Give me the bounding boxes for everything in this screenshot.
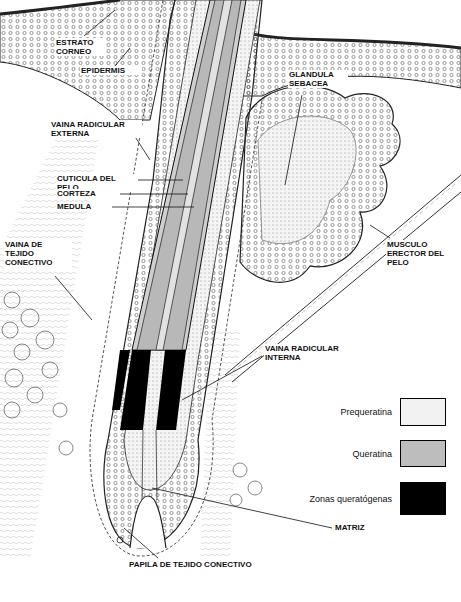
layer-label: ESTRATO CORNEO: [55, 38, 105, 56]
sheath-label: VAINA DE TEJIDO CONECTIVO: [4, 240, 72, 268]
papilla-label: PAPILA DE TEJIDO CONECTIVO: [128, 560, 260, 569]
legend-text: Queratina: [352, 449, 392, 459]
muscle-label: MUSCULO ERECTOR DEL PELO: [386, 240, 448, 268]
gland-label: GLANDULA SEBACEA: [288, 70, 348, 88]
layer-label: EPIDERMIS: [80, 66, 142, 75]
sheath-label: VAINA RADICULAR EXTERNA: [50, 120, 142, 138]
matrix-label: MATRIZ: [334, 523, 396, 532]
legend-swatch: [400, 440, 446, 467]
legend-swatch: [400, 398, 446, 426]
sheath-label: VAINA RADICULAR INTERNA: [264, 344, 358, 362]
hair-part-label: MEDULA: [56, 202, 112, 211]
legend-text: Prequeratina: [340, 407, 392, 417]
hair-part-label: CORTEZA: [56, 189, 120, 198]
legend-text: Zonas queratógenas: [309, 494, 392, 504]
legend-swatch: [400, 482, 446, 515]
